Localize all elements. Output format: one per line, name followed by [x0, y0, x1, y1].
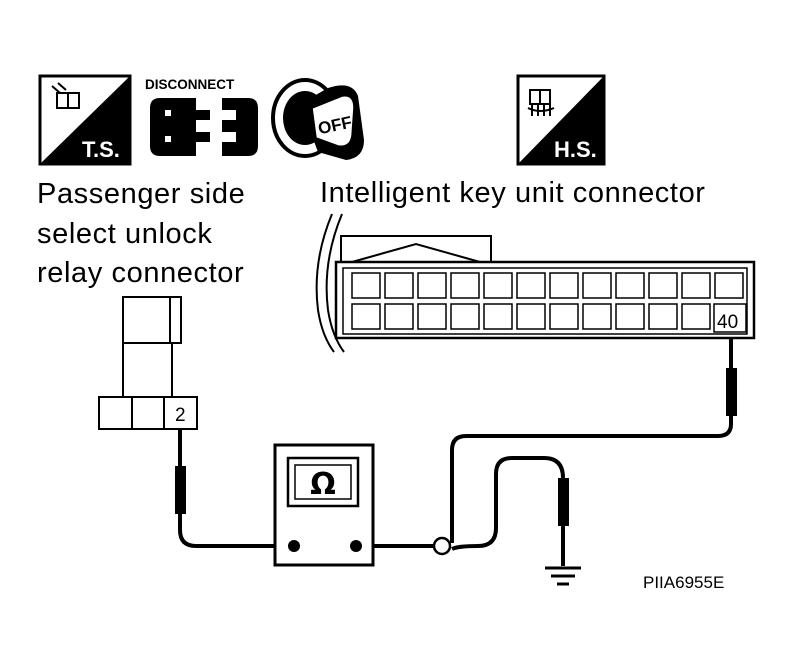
connector-cavity [450, 303, 480, 330]
wires [178, 338, 733, 566]
connector-cavity [417, 272, 447, 299]
connector-cavity [384, 272, 414, 299]
connector-cavity [483, 272, 513, 299]
ground-icon [545, 566, 581, 586]
meter-terminal-left [288, 540, 300, 552]
meter-terminal-right [350, 540, 362, 552]
connector-cavity [549, 303, 579, 330]
probe-ground [558, 478, 569, 526]
figure-code: PIIA6955E [643, 573, 724, 592]
connector-cavity [417, 303, 447, 330]
connector-cavity [351, 272, 381, 299]
hs-icon: H.S. [516, 74, 606, 166]
key-unit-pin-40-cell [713, 303, 747, 333]
disconnect-label: DISCONNECT [145, 77, 235, 92]
connector-cavity [615, 272, 645, 299]
relay-pin-label: 2 [175, 405, 186, 426]
connector-cavity [450, 272, 480, 299]
key-unit-connector [315, 213, 756, 353]
connector-cavity [681, 272, 711, 299]
connector-cavity [549, 272, 579, 299]
connector-cavity [615, 303, 645, 330]
connector-cavity [351, 303, 381, 330]
connector-cavity [384, 303, 414, 330]
hs-label: H.S. [554, 137, 597, 162]
connector-cavity [582, 303, 612, 330]
ignition-off-icon: OFF [271, 78, 364, 160]
disconnect-icon: DISCONNECT [145, 77, 258, 156]
ohmmeter [273, 443, 375, 567]
wire-junction [432, 536, 452, 556]
connector-cavity [516, 272, 546, 299]
ts-label: T.S. [82, 137, 120, 162]
ts-icon: T.S. [38, 74, 132, 166]
probe-key-unit [726, 368, 737, 416]
key-unit-pin-label: 40 [717, 312, 738, 333]
connector-cavity [516, 303, 546, 330]
probes [175, 368, 737, 526]
relay-connector [98, 296, 198, 430]
left-connector-label-line1: Passenger side [37, 178, 245, 210]
ohm-symbol: Ω [310, 467, 336, 502]
connector-cavity [582, 272, 612, 299]
connector-cavity [714, 272, 744, 299]
probe-relay [175, 466, 186, 514]
connector-cavity [648, 303, 678, 330]
connector-cavity [483, 303, 513, 330]
connector-cavity [681, 303, 711, 330]
right-connector-label: Intelligent key unit connector [320, 177, 706, 209]
left-connector-label-line2: select unlock [37, 218, 212, 250]
left-connector-label-line3: relay connector [37, 257, 244, 289]
connector-cavity [648, 272, 678, 299]
